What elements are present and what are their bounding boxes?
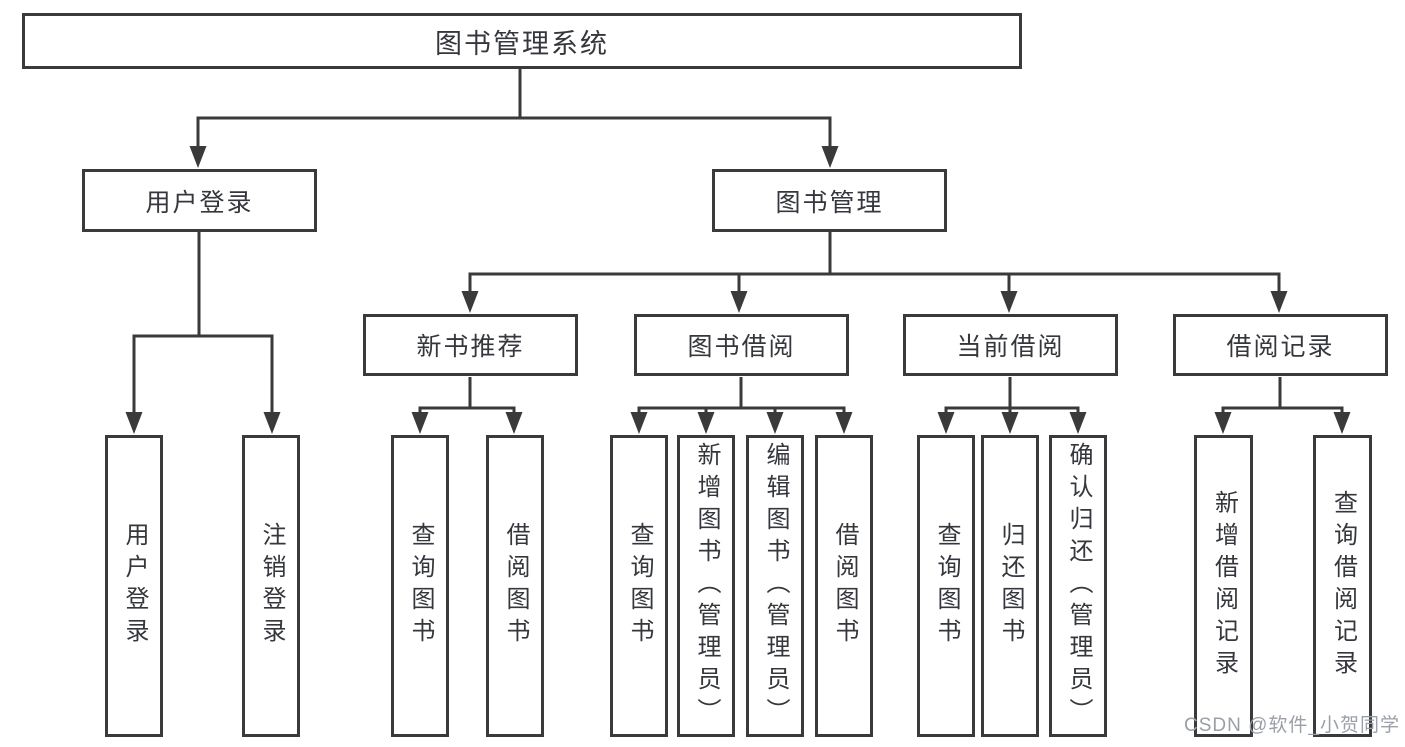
edge-root-split <box>196 69 832 151</box>
leaf-label: 借阅图书 <box>502 522 529 650</box>
leaf-label: 查询图书 <box>933 522 960 650</box>
leaf-label: 查询图书 <box>626 522 653 650</box>
edge-new-book-split <box>418 377 516 418</box>
leaf-cb-confirm-return-admin: 确认归还（管理员） <box>1049 435 1107 737</box>
leaf-user-login: 用户登录 <box>105 435 163 737</box>
node-new-book-recommend: 新书推荐 <box>363 314 578 376</box>
node-label: 新书推荐 <box>416 333 525 361</box>
node-library-management-system: 图书管理系统 <box>22 13 1022 69</box>
node-label: 图书借阅 <box>687 333 796 361</box>
arrowhead-icon <box>1001 412 1019 434</box>
leaf-label: 注销登录 <box>258 522 285 650</box>
node-user-login: 用户登录 <box>82 169 317 232</box>
arrowhead-icon <box>1000 291 1018 313</box>
edge-book-borrow-split <box>637 377 846 418</box>
node-label: 借阅记录 <box>1226 333 1335 361</box>
arrowhead-icon <box>821 146 839 168</box>
arrowhead-icon <box>189 146 207 168</box>
arrowheads <box>125 146 1351 434</box>
arrowhead-icon <box>937 412 955 434</box>
leaf-label: 编辑图书（管理员） <box>762 442 789 730</box>
node-book-management: 图书管理 <box>712 169 947 232</box>
arrowhead-icon <box>1214 412 1232 434</box>
leaf-br-add-record: 新增借阅记录 <box>1194 435 1253 737</box>
leaf-cb-query-books: 查询图书 <box>917 435 975 737</box>
arrowhead-icon <box>766 412 784 434</box>
arrowhead-icon <box>835 412 853 434</box>
node-current-borrowing: 当前借阅 <box>903 314 1118 376</box>
arrowhead-icon <box>697 412 715 434</box>
arrowhead-icon <box>125 412 143 434</box>
arrowhead-icon <box>1270 291 1288 313</box>
arrowhead-icon <box>730 291 748 313</box>
leaf-bb-borrow-books: 借阅图书 <box>815 435 873 737</box>
node-borrowing-records: 借阅记录 <box>1173 314 1388 376</box>
leaf-nbr-borrow-books: 借阅图书 <box>486 435 544 737</box>
leaf-label: 新增图书（管理员） <box>693 442 720 730</box>
edge-current-borrow-split <box>944 377 1080 418</box>
leaf-bb-edit-books-admin: 编辑图书（管理员） <box>746 435 804 737</box>
arrowhead-icon <box>1069 412 1087 434</box>
node-label: 当前借阅 <box>956 333 1065 361</box>
leaf-logout: 注销登录 <box>242 435 300 737</box>
node-label: 用户登录 <box>145 188 254 217</box>
arrowhead-icon <box>1333 412 1351 434</box>
leaf-label: 新增借阅记录 <box>1210 490 1238 682</box>
arrowhead-icon <box>630 412 648 434</box>
edge-book-mgmt-split <box>468 232 1281 297</box>
leaf-label: 用户登录 <box>121 522 148 650</box>
leaf-bb-add-books-admin: 新增图书（管理员） <box>677 435 735 737</box>
arrowhead-icon <box>263 412 281 434</box>
leaf-br-query-record: 查询借阅记录 <box>1313 435 1372 737</box>
leaf-nbr-query-books: 查询图书 <box>391 435 449 737</box>
arrowhead-icon <box>461 291 479 313</box>
leaf-label: 确认归还（管理员） <box>1065 442 1092 730</box>
edge-borrow-records-split <box>1221 377 1344 418</box>
arrowhead-icon <box>411 412 429 434</box>
leaf-cb-return-books: 归还图书 <box>981 435 1039 737</box>
arrowhead-icon <box>505 412 523 434</box>
leaf-label: 查询图书 <box>407 522 434 650</box>
edge-user-login-split <box>132 232 274 418</box>
node-label: 图书管理系统 <box>435 28 609 59</box>
leaf-label: 借阅图书 <box>831 522 858 650</box>
node-label: 图书管理 <box>775 188 884 217</box>
leaf-label: 查询借阅记录 <box>1329 490 1357 682</box>
watermark-text: CSDN @软件_小贺同学 <box>1184 715 1400 736</box>
leaf-bb-query-books: 查询图书 <box>610 435 668 737</box>
leaf-label: 归还图书 <box>997 522 1024 650</box>
node-book-borrowing: 图书借阅 <box>634 314 849 376</box>
